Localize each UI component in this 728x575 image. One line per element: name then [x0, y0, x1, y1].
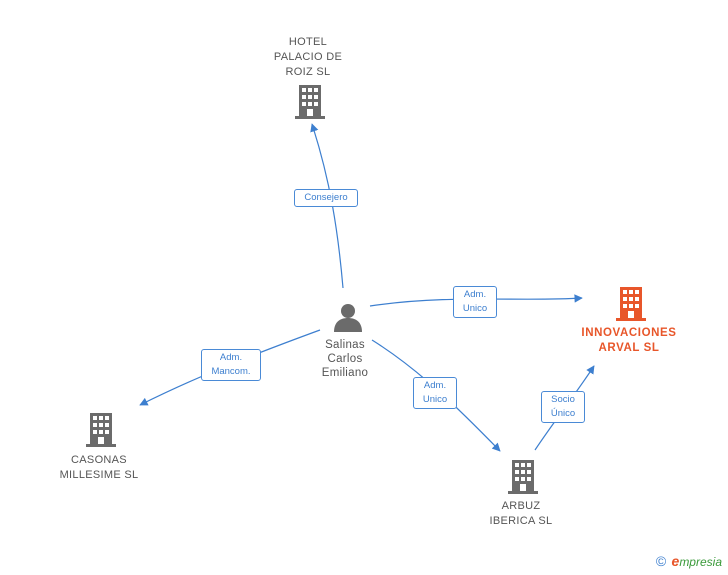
- brand-credit[interactable]: © empresia: [656, 553, 722, 569]
- edge-label-adm-mancom: Adm. Mancom.: [201, 349, 261, 381]
- edge-label-consejero: Consejero: [294, 189, 358, 207]
- brand-initial: e: [671, 553, 680, 569]
- copyright-icon: ©: [655, 553, 667, 569]
- building-icon-highlight: [616, 287, 646, 321]
- edge-label-adm-unico-innovaciones: Adm. Unico: [453, 286, 497, 318]
- edge-label-adm-unico-arbuz: Adm. Unico: [413, 377, 457, 409]
- edge-label-socio-unico: Socio Único: [541, 391, 585, 423]
- person-icon: [334, 304, 362, 332]
- node-label-arbuz-iberica[interactable]: ARBUZ IBERICA SL: [489, 500, 553, 527]
- node-label-innovaciones-arval[interactable]: INNOVACIONES ARVAL SL: [581, 327, 677, 354]
- node-label-hotel-palacio-de-roiz[interactable]: HOTEL PALACIO DE ROIZ SL: [273, 36, 343, 78]
- node-label-person[interactable]: Salinas Carlos Emiliano: [321, 339, 369, 379]
- building-icon: [295, 85, 325, 119]
- node-label-casonas-millesime[interactable]: CASONAS MILLESIME SL: [59, 454, 139, 481]
- brand-name: mpresia: [679, 555, 722, 569]
- building-icon: [86, 413, 116, 447]
- building-icon: [508, 460, 538, 494]
